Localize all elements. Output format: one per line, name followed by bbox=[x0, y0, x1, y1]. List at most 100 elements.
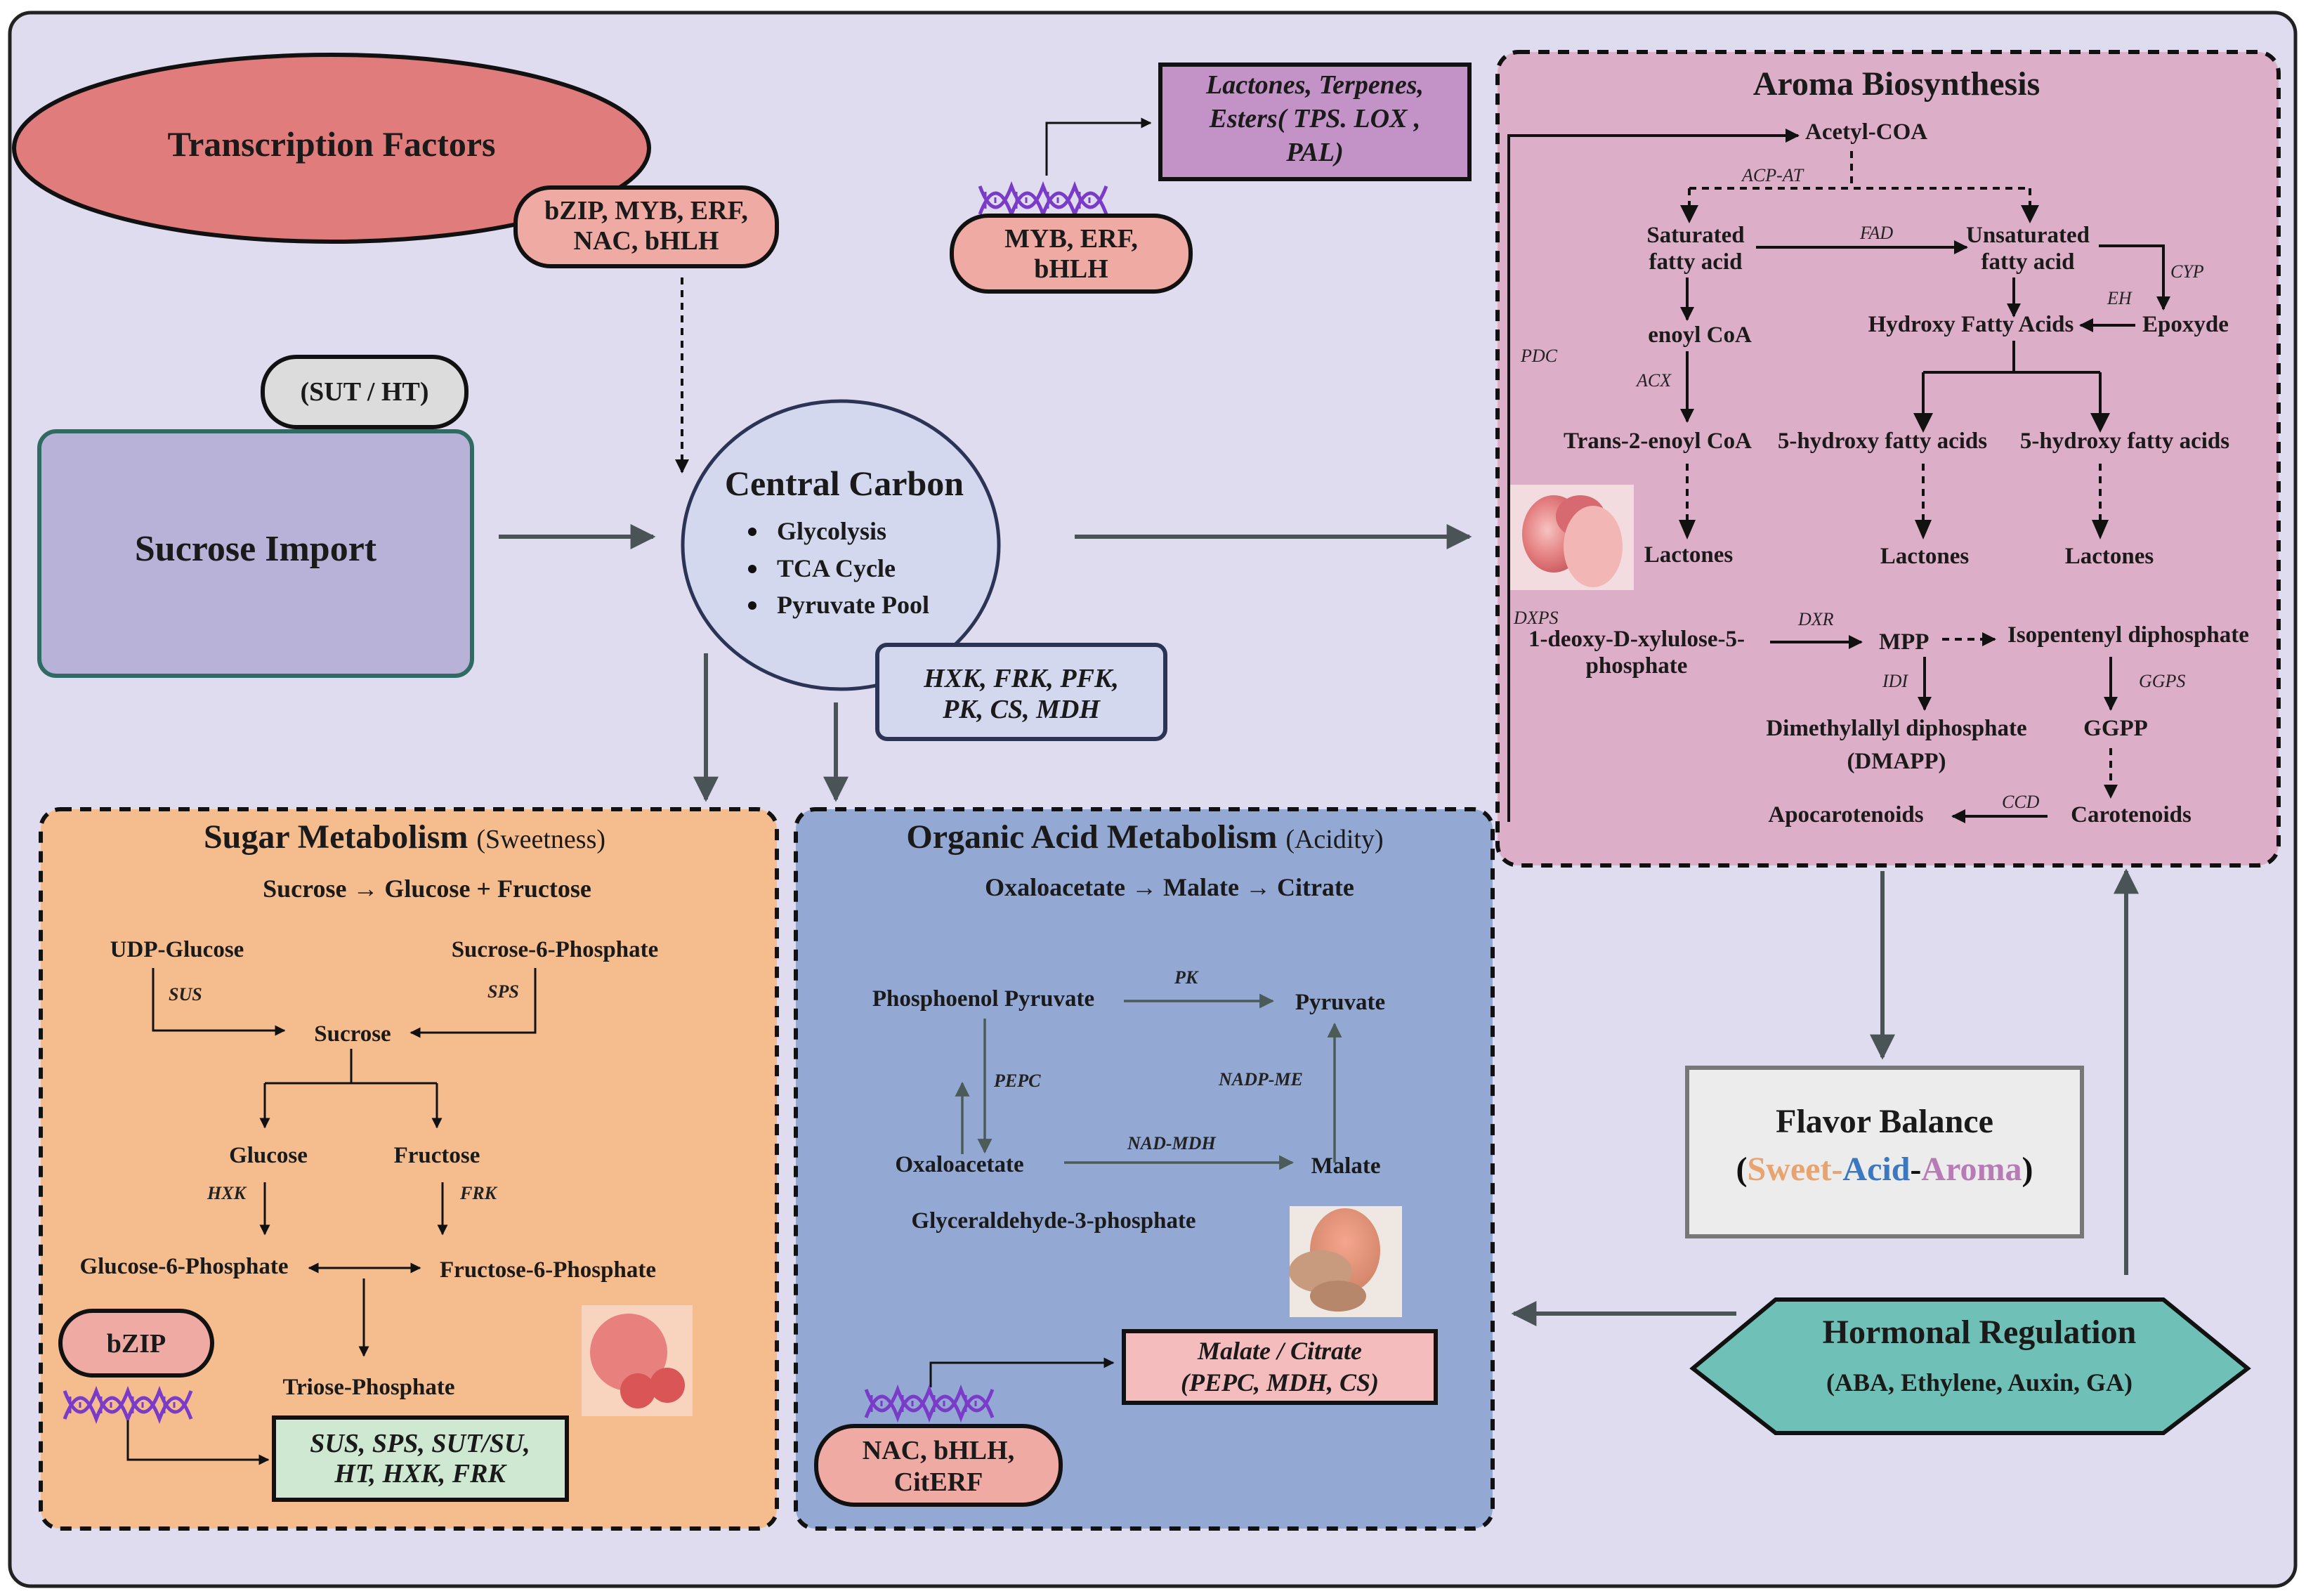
bullet-icon bbox=[748, 601, 756, 610]
lactones: Lactones bbox=[1644, 542, 1734, 568]
aroma-target-line1: Lactones, Terpenes, bbox=[1205, 70, 1424, 100]
dmapp-2: (DMAPP) bbox=[1847, 749, 1946, 774]
hydroxy-arrow-right bbox=[2090, 413, 2110, 433]
bzip-label: bZIP bbox=[107, 1329, 166, 1359]
acid-subtitle: (Acidity) bbox=[1285, 825, 1383, 854]
sugar-genes-line2: HT, HXK, FRK bbox=[334, 1459, 507, 1489]
sugar-genes-box[interactable]: SUS, SPS, SUT/SU, HT, HXK, FRK bbox=[272, 1415, 569, 1502]
flavor-balance-subtitle: (Sweet-Acid-Aroma) bbox=[1736, 1151, 2033, 1188]
tf-list-line2: NAC, bHLH bbox=[574, 226, 719, 256]
acid-genes-box[interactable]: Malate / Citrate (PEPC, MDH, CS) bbox=[1122, 1329, 1438, 1405]
acid-genes-shape bbox=[1122, 1329, 1438, 1405]
eh-enzyme: EH bbox=[2107, 288, 2133, 308]
fructose-6-phosphate: Fructose-6-Phosphate bbox=[440, 1257, 656, 1283]
lactones: Lactones bbox=[1880, 544, 1970, 569]
acp-at-split bbox=[1688, 151, 2031, 218]
sus-enzyme: SUS bbox=[169, 984, 202, 1005]
paren-open: ( bbox=[1736, 1151, 1748, 1188]
sugar-genes-line1: SUS, SPS, SUT/SU, bbox=[310, 1429, 530, 1458]
sugar-subtitle: (Sweetness) bbox=[476, 825, 605, 854]
acx-enzyme: ACX bbox=[1635, 370, 1672, 391]
hormonal-hexagon bbox=[1689, 1297, 2251, 1435]
tf-list-line1: bZIP, MYB, ERF, bbox=[544, 196, 748, 225]
unsaturated-fatty-acid: Unsaturated bbox=[1966, 223, 2090, 248]
acid-tf-pill[interactable]: NAC, bHLH, CitERF bbox=[814, 1424, 1063, 1507]
ggps-enzyme: GGPS bbox=[2139, 671, 2185, 691]
acid-genes-line1: Malate / Citrate bbox=[1197, 1337, 1362, 1365]
sucrose-import-node[interactable]: Sucrose Import bbox=[37, 429, 474, 678]
transporter-label: (SUT / HT) bbox=[300, 377, 428, 407]
dxp-2: phosphate bbox=[1586, 653, 1688, 679]
central-carbon-item: Pyruvate Pool bbox=[777, 591, 929, 619]
enoyl-coa: enoyl CoA bbox=[1648, 322, 1752, 348]
acid-summary: Oxaloacetate → Malate → Citrate bbox=[985, 873, 1354, 901]
transporter-pill[interactable]: (SUT / HT) bbox=[261, 355, 469, 429]
5-hydroxy-fatty-acids: 5-hydroxy fatty acids bbox=[1778, 429, 1987, 454]
central-carbon-node[interactable]: Central Carbon Glycolysis TCA Cycle Pyru… bbox=[681, 399, 1001, 691]
flavor-balance-node[interactable]: Flavor Balance (Sweet-Acid-Aroma) bbox=[1685, 1066, 2084, 1238]
pdc-arrow bbox=[1507, 129, 1800, 822]
aroma-tf-pill-shape bbox=[950, 214, 1193, 294]
central-carbon-title: Central Carbon bbox=[725, 464, 964, 503]
trans-2-enoyl-coa: Trans-2-enoyl CoA bbox=[1564, 429, 1752, 454]
transcription-factors-title: Transcription Factors bbox=[167, 124, 495, 164]
nut-image bbox=[1289, 1206, 1402, 1317]
malate: Malate bbox=[1311, 1153, 1381, 1179]
carotenoids: Carotenoids bbox=[2071, 802, 2192, 828]
triose-phosphate: Triose-Phosphate bbox=[282, 1375, 454, 1400]
aroma-tf-to-target-arrow bbox=[1045, 117, 1152, 176]
aroma-tf-pill[interactable]: MYB, ERF, bHLH bbox=[950, 214, 1193, 294]
aroma-panel-box bbox=[1495, 50, 2281, 868]
sugar-summary: Sucrose → Glucose + Fructose bbox=[263, 875, 591, 903]
bzip-pill[interactable]: bZIP bbox=[58, 1309, 214, 1378]
peach-image bbox=[1510, 485, 1634, 590]
central-enzymes-line2: PK, CS, MDH bbox=[942, 695, 1101, 724]
sweet-label: Sweet- bbox=[1747, 1151, 1842, 1188]
sps-enzyme: SPS bbox=[487, 981, 519, 1002]
unsaturated-fatty-acid-2: fatty acid bbox=[1981, 249, 2075, 275]
ggpp: GGPP bbox=[2083, 716, 2148, 741]
acid-genes-line2: (PEPC, MDH, CS) bbox=[1181, 1368, 1379, 1396]
acid-tf-pill-shape bbox=[814, 1424, 1063, 1507]
isopentenyl-diphosphate: Isopentenyl diphosphate bbox=[2007, 622, 2249, 648]
phosphoenol-pyruvate: Phosphoenol Pyruvate bbox=[872, 986, 1094, 1012]
sps-arrow bbox=[410, 968, 537, 1038]
flavor-balance-box bbox=[1685, 1066, 2084, 1238]
aroma-tf-line2: bHLH bbox=[1034, 254, 1108, 284]
fructose: Fructose bbox=[394, 1143, 480, 1168]
cyp-arrow bbox=[2099, 244, 2170, 310]
acid-tf-line1: NAC, bHLH, bbox=[863, 1436, 1014, 1465]
transcription-factors-ellipse bbox=[12, 53, 651, 244]
hydroxy-fatty-acids: Hydroxy Fatty Acids bbox=[1868, 312, 2074, 337]
bzip-pill-shape bbox=[58, 1309, 214, 1378]
lactones: Lactones bbox=[2065, 544, 2154, 569]
acid-tf-to-genes-arrow bbox=[929, 1357, 1115, 1387]
sucrose-import-title: Sucrose Import bbox=[135, 529, 377, 569]
acetyl-coa: Acetyl-COA bbox=[1805, 119, 1927, 145]
dxps-enzyme: DXPS bbox=[1513, 608, 1559, 628]
aroma-target-box[interactable]: Lactones, Terpenes, Esters( TPS. LOX , P… bbox=[1158, 63, 1472, 181]
tf-list-pill[interactable]: bZIP, MYB, ERF, NAC, bHLH bbox=[513, 185, 779, 268]
paren-close: ) bbox=[2022, 1151, 2033, 1188]
peach-cherry-image bbox=[582, 1305, 693, 1416]
glyceraldehyde-3-phosphate: Glyceraldehyde-3-phosphate bbox=[911, 1208, 1195, 1234]
aroma-tf-line1: MYB, ERF, bbox=[1004, 224, 1138, 254]
central-enzymes-box[interactable]: HXK, FRK, PFK, PK, CS, MDH bbox=[875, 643, 1167, 741]
dash: - bbox=[1910, 1151, 1921, 1188]
organic-acid-panel: Organic Acid Metabolism (Acidity) Oxaloa… bbox=[794, 807, 1495, 1531]
sucrose-split bbox=[263, 1049, 437, 1127]
transcription-factors-node[interactable]: Transcription Factors bbox=[12, 53, 651, 244]
bullet-icon bbox=[748, 565, 756, 573]
5-hydroxy-fatty-acids: 5-hydroxy fatty acids bbox=[2020, 429, 2229, 454]
epoxyde: Epoxyde bbox=[2142, 312, 2229, 337]
central-carbon-ellipse bbox=[681, 399, 1001, 691]
tf-list-pill-shape bbox=[513, 185, 779, 268]
acid-panel-title: Organic Acid Metabolism (Acidity) bbox=[906, 818, 1383, 856]
pepc-enzyme: PEPC bbox=[993, 1071, 1041, 1091]
cyp-enzyme: CYP bbox=[2170, 261, 2204, 282]
aroma-target-shape bbox=[1158, 63, 1472, 181]
pyruvate: Pyruvate bbox=[1295, 990, 1385, 1015]
hormonal-regulation-node[interactable]: Hormonal Regulation (ABA, Ethylene, Auxi… bbox=[1689, 1297, 2251, 1435]
acp-at-arrow-left bbox=[1680, 205, 1698, 223]
